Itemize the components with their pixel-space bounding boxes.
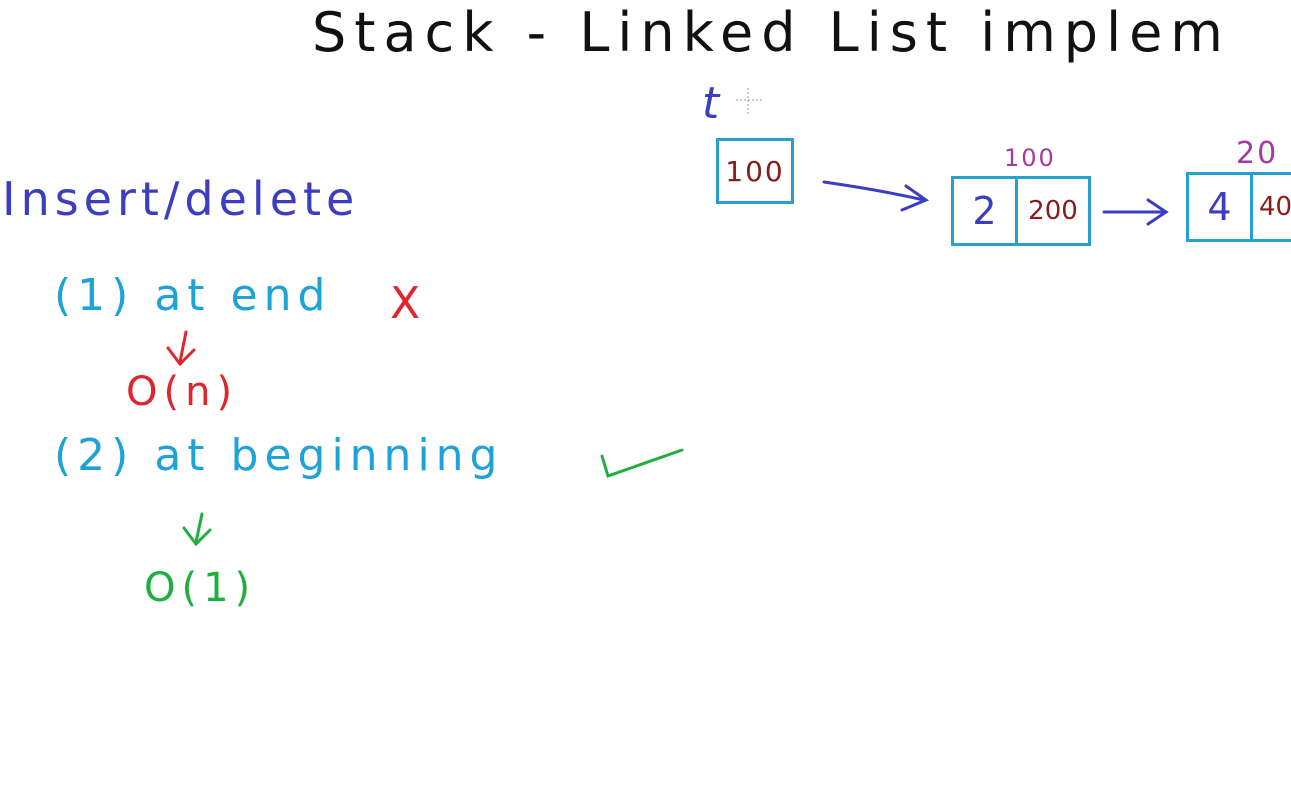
- option-at-beginning: (2) at beginning: [54, 430, 504, 481]
- node-2-next: 40: [1259, 192, 1291, 222]
- node-1-next: 200: [1028, 196, 1078, 226]
- arrow-icon: [1102, 198, 1169, 226]
- complexity-at-end: O(n): [126, 369, 239, 415]
- down-arrow-icon: [182, 512, 212, 547]
- arrow-icon: [822, 180, 930, 212]
- node-2-next-cell: 40: [1253, 175, 1291, 239]
- complexity-at-beginning: O(1): [144, 565, 257, 611]
- option-at-end: (1) at end: [54, 270, 332, 321]
- pointer-label: t: [702, 78, 726, 129]
- node-1-data-cell: 2: [954, 179, 1018, 243]
- node-2: 4 40: [1186, 172, 1291, 242]
- section-heading: Insert/delete: [2, 172, 360, 226]
- down-arrow-icon: [166, 330, 196, 367]
- node-1-data: 2: [972, 189, 997, 233]
- cursor-crosshair-icon: [736, 88, 762, 114]
- cross-icon: X: [390, 278, 421, 329]
- node-2-address: 20: [1236, 136, 1279, 171]
- node-1-next-cell: 200: [1018, 179, 1088, 243]
- node-2-data-cell: 4: [1189, 175, 1253, 239]
- page-title: Stack - Linked List implem: [312, 1, 1231, 64]
- node-1: 2 200: [951, 176, 1091, 246]
- pointer-box-value: 100: [725, 154, 785, 188]
- checkmark-icon: [600, 448, 684, 478]
- node-1-address: 100: [1004, 144, 1056, 172]
- pointer-box: 100: [716, 138, 794, 204]
- node-2-data: 4: [1207, 185, 1232, 229]
